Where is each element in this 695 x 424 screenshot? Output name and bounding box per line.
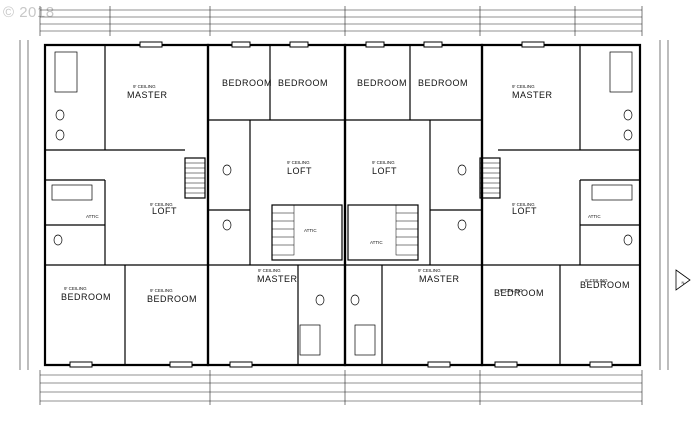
unit-4-labels: 9' CEILING MASTER 9' CEILING LOFT ATTIC … (494, 84, 630, 298)
room-label-master: MASTER (127, 90, 168, 100)
room-label-bedroom: BEDROOM (278, 78, 328, 88)
ceiling-tag: 9' CEILING (64, 286, 87, 291)
ceiling-tag: 9' CEILING (500, 288, 523, 293)
room-label-bedroom: BEDROOM (357, 78, 407, 88)
ceiling-tag: 9' CEILING (287, 160, 310, 165)
room-label-master: MASTER (419, 274, 460, 284)
room-label-attic: ATTIC (86, 214, 99, 219)
room-label-loft: LOFT (287, 166, 312, 176)
room-label-bedroom: BEDROOM (61, 292, 111, 302)
room-label-bedroom: BEDROOM (222, 78, 272, 88)
room-label-attic: ATTIC (370, 240, 383, 245)
unit-1-labels: 9' CEILING MASTER 9' CEILING LOFT ATTIC … (61, 84, 197, 304)
ceiling-tag: 9' CEILING (418, 268, 441, 273)
ceiling-tag: 9' CEILING (512, 202, 535, 207)
ceiling-tag: 9' CEILING (150, 288, 173, 293)
room-label-loft: LOFT (512, 206, 537, 216)
ceiling-tag: 9' CEILING (150, 202, 173, 207)
room-label-attic: ATTIC (304, 228, 317, 233)
room-label-loft: LOFT (372, 166, 397, 176)
ceiling-tag: 9' CEILING (258, 268, 281, 273)
unit-2-labels: BEDROOM BEDROOM 9' CEILING LOFT ATTIC 9'… (222, 78, 328, 284)
ceiling-tag: 9' CEILING (133, 84, 156, 89)
room-label-bedroom: BEDROOM (147, 294, 197, 304)
ceiling-tag: 9' CEILING (512, 84, 535, 89)
ceiling-tag: 9' CEILING (372, 160, 395, 165)
room-label-bedroom: BEDROOM (418, 78, 468, 88)
room-label-bedroom: BEDROOM (580, 280, 630, 290)
unit-3-labels: BEDROOM BEDROOM 9' CEILING LOFT ATTIC 9'… (357, 78, 468, 284)
room-label-loft: LOFT (152, 206, 177, 216)
bath-fixtures (51, 51, 633, 356)
room-label-master: MASTER (512, 90, 553, 100)
room-label-bedroom: BEDROOM (494, 288, 544, 298)
north-arrow: N (675, 269, 691, 291)
staircases (184, 157, 501, 256)
north-arrow-label: N (682, 280, 685, 285)
windows (69, 41, 613, 368)
dimension-lines (19, 6, 669, 405)
room-label-attic: ATTIC (588, 214, 601, 219)
ceiling-tag: 9' CEILING (585, 278, 608, 283)
room-label-master: MASTER (257, 274, 298, 284)
